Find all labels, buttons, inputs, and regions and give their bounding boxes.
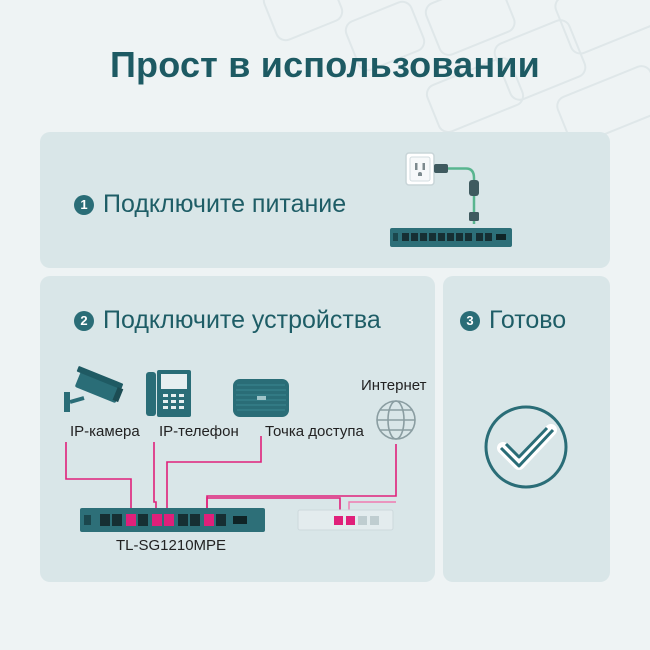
step-2-number: 2 — [74, 310, 94, 331]
step-1-heading: 1 Подключите питание — [74, 190, 346, 219]
router-icon — [297, 509, 394, 531]
step-1-number: 1 — [74, 194, 94, 215]
switch-icon — [80, 508, 265, 532]
ip-phone-label: IP-телефон — [159, 423, 239, 440]
ip-camera-icon — [64, 366, 124, 412]
switch-icon-small — [390, 228, 512, 247]
power-cable-icon — [434, 164, 479, 224]
access-point-label: Точка доступа — [265, 423, 364, 440]
page-title: Прост в использовании — [109, 44, 541, 85]
step-3-number: 3 — [460, 310, 480, 331]
network-cables — [65, 436, 397, 516]
step-2-heading: 2 Подключите устройства — [74, 306, 381, 335]
checkmark-icon — [484, 405, 568, 489]
globe-icon — [376, 400, 416, 440]
step-devices-card: 2 Подключите устройства — [40, 276, 435, 582]
access-point-icon — [233, 379, 289, 417]
step-2-label: Подключите устройства — [103, 306, 381, 334]
step-3-label: Готово — [489, 306, 567, 334]
step-done-card: 3 Готово — [443, 276, 610, 582]
ip-camera-label: IP-камера — [70, 423, 140, 440]
step-power-card: 1 Подключите питание — [40, 132, 610, 268]
step-3-heading: 3 Готово — [460, 306, 566, 335]
power-outlet-icon — [405, 152, 435, 186]
switch-model-label: TL-SG1210MPE — [116, 537, 227, 554]
internet-label: Интернет — [361, 377, 427, 394]
ip-phone-icon — [146, 370, 191, 417]
step-1-label: Подключите питание — [103, 190, 347, 218]
